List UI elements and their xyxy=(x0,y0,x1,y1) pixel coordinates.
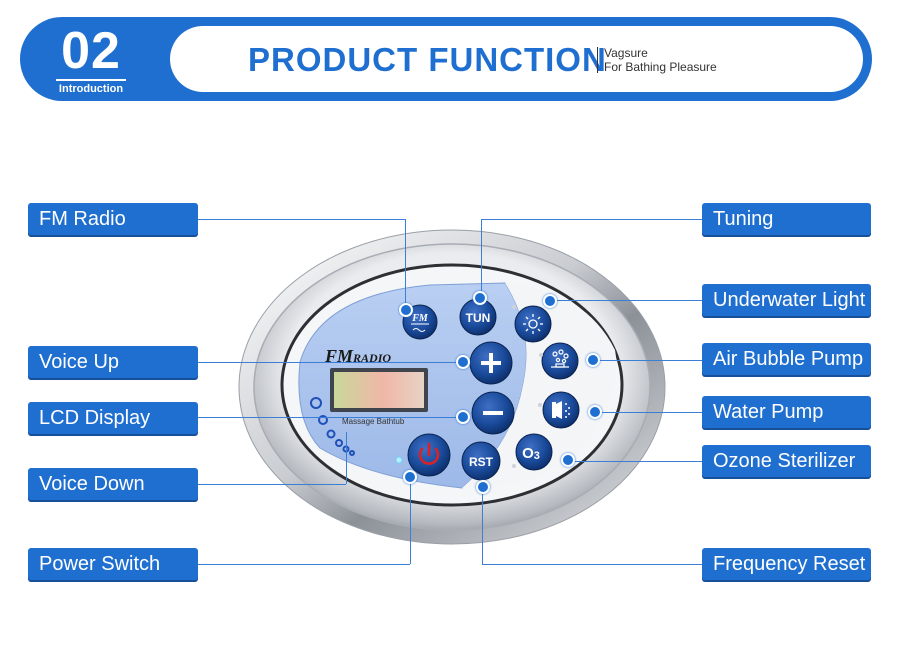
leader-tuning-v xyxy=(481,219,482,299)
banner-inner xyxy=(170,26,863,92)
o3-main: O xyxy=(522,445,534,462)
white-panel-area xyxy=(462,283,617,489)
panel-logo: FMRADIO xyxy=(324,346,391,366)
leader-power-h xyxy=(198,564,410,565)
label-underwater-light: Underwater Light xyxy=(702,284,871,316)
badge-divider xyxy=(56,79,126,81)
label-fm-radio: FM Radio xyxy=(28,203,198,235)
lcd-screen xyxy=(334,372,424,408)
plus-icon xyxy=(481,353,501,373)
rst-button-label: RST xyxy=(469,455,494,469)
tun-button[interactable]: TUN xyxy=(459,298,497,336)
page-title: PRODUCT FUNCTION xyxy=(248,41,607,78)
bubble-led xyxy=(539,353,543,357)
label-power-switch: Power Switch xyxy=(28,548,198,580)
label-air-bubble-pump: Air Bubble Pump xyxy=(702,343,871,375)
leader-voice-down-h xyxy=(198,484,346,485)
underwater-light-button[interactable] xyxy=(514,305,552,343)
panel-caption: Massage Bathtub xyxy=(342,417,405,426)
power-icon xyxy=(418,442,440,465)
o3-sub: 3 xyxy=(534,450,540,462)
pin-tuning xyxy=(473,291,487,305)
bubble-icon xyxy=(551,349,569,368)
section-name: Introduction xyxy=(58,83,124,95)
air-bubble-pump-button[interactable] xyxy=(541,342,579,380)
leader-air-bubble xyxy=(594,360,702,361)
label-voice-up: Voice Up xyxy=(28,346,198,378)
label-tuning: Tuning xyxy=(702,203,871,235)
light-icon xyxy=(523,314,543,334)
brand-name: Vagsure xyxy=(604,46,648,60)
light-led xyxy=(512,305,516,309)
brand-tagline: For Bathing Pleasure xyxy=(604,60,717,74)
voice-up-button[interactable] xyxy=(469,341,513,385)
water-pump-led xyxy=(538,403,542,407)
logo-fm: FM xyxy=(324,346,354,366)
pin-ozone xyxy=(561,453,575,467)
leader-tuning-h xyxy=(481,219,702,220)
ozone-sterilizer-button[interactable]: O3 xyxy=(515,433,553,471)
rst-button[interactable]: RST xyxy=(461,441,501,481)
power-led xyxy=(395,456,403,464)
label-frequency-reset: Frequency Reset xyxy=(702,548,871,580)
logo-radio: RADIO xyxy=(352,351,391,365)
section-number: 02 xyxy=(61,22,121,80)
label-ozone-sterilizer: Ozone Sterilizer xyxy=(702,445,871,477)
ozone-led xyxy=(512,464,516,468)
pin-voice-up xyxy=(456,355,470,369)
title-divider xyxy=(597,47,598,73)
leader-water-pump xyxy=(596,412,702,413)
pin-air-bubble xyxy=(586,353,600,367)
pin-freq-reset xyxy=(476,480,490,494)
minus-icon xyxy=(483,411,503,415)
leader-freq-reset-h xyxy=(482,564,702,565)
label-water-pump: Water Pump xyxy=(702,396,871,428)
volume-indicator xyxy=(310,397,355,456)
pin-fm-radio xyxy=(399,303,413,317)
pin-lcd xyxy=(456,410,470,424)
header-banner: 02 Introduction PRODUCT FUNCTION Vagsure… xyxy=(20,17,872,101)
leader-power-v xyxy=(410,474,411,564)
pin-water-pump xyxy=(588,405,602,419)
leader-ozone xyxy=(569,461,702,462)
label-lcd-display: LCD Display xyxy=(28,402,198,434)
tun-button-label: TUN xyxy=(466,311,491,325)
leader-freq-reset-v xyxy=(482,488,483,564)
water-pump-icon xyxy=(552,401,570,419)
section-badge: 02 Introduction xyxy=(26,22,156,96)
leader-voice-up xyxy=(198,362,462,363)
pin-power xyxy=(403,470,417,484)
leader-lcd xyxy=(198,417,462,418)
leader-fm-radio-h xyxy=(198,219,405,220)
o3-button-label: O3 xyxy=(522,445,540,462)
leader-underwater-light xyxy=(549,300,702,301)
voice-down-button[interactable] xyxy=(471,391,515,435)
water-pump-button[interactable] xyxy=(542,391,580,429)
leader-fm-radio-v xyxy=(405,219,406,311)
label-voice-down: Voice Down xyxy=(28,468,198,500)
leader-voice-down-v xyxy=(346,432,347,484)
fm-button-label: FM xyxy=(411,313,429,324)
power-button[interactable] xyxy=(407,433,451,477)
pin-underwater-light xyxy=(543,294,557,308)
